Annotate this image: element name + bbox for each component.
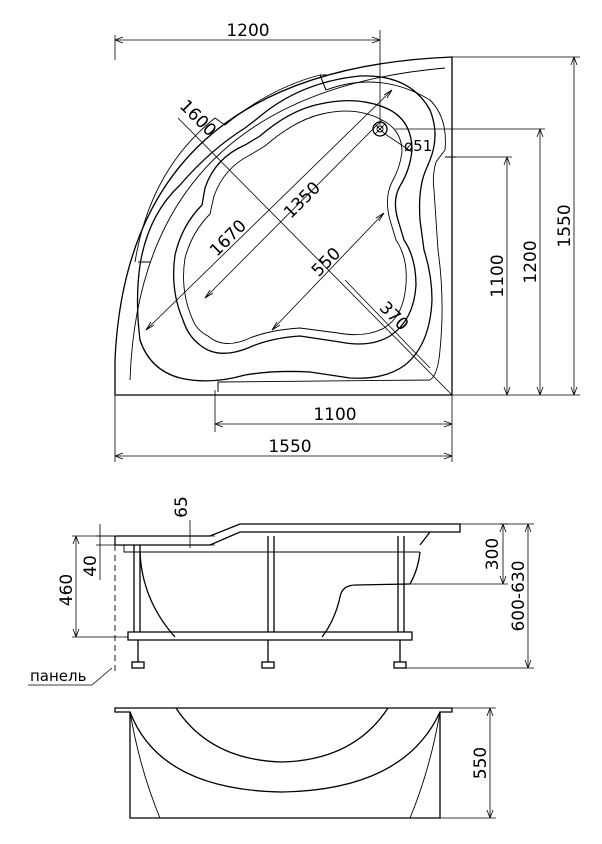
dim-line-65 [180,520,215,548]
label-300: 300 [483,538,503,570]
front-view-arc-inner [129,711,441,793]
top-view-bowl-inner2 [183,110,407,344]
side-view-body-left [139,551,176,638]
dim-line-1670 [145,89,393,331]
side-view: 65 40 460 300 600-630 панель [28,496,534,686]
panel-leader-line [28,667,113,686]
label-1350: 1350 [280,178,325,223]
front-view-outline [114,707,453,819]
label-1550-bottom: 1550 [268,437,311,457]
dim-line-1200-top [114,30,381,125]
label-1670: 1670 [206,216,251,261]
dim-line-550-front [440,707,496,819]
side-view-seat [321,583,411,638]
front-view-arc-outer [175,707,389,763]
dim-line-1550-bottom [114,395,453,462]
label-550-front: 550 [471,747,491,779]
dim-line-370 [344,279,431,369]
drain-inner-circle [376,125,384,133]
dim-line-1600 [177,117,453,396]
top-view-outer-contour [114,56,453,396]
side-view-rim [115,523,461,546]
label-460: 460 [57,574,77,606]
dim-line-550 [271,212,385,331]
label-40: 40 [81,555,101,577]
side-view-body-right [409,551,421,585]
label-panel: панель [30,667,86,685]
label-550-diag: 550 [308,244,345,281]
top-view-bowl-inner [173,100,417,354]
label-drain-diameter: ø51 [404,137,432,155]
top-view-rim-line [129,67,446,381]
label-1200-right: 1200 [521,240,541,283]
dim-line-460 [72,535,128,638]
label-1100-right: 1100 [488,254,508,297]
side-view-legs [131,536,407,669]
dim-line-1100-bottom [214,390,453,432]
ext-lines-right [395,56,580,396]
front-view-side-right [409,711,441,819]
dim-line-drain [384,133,413,153]
label-1100-bottom: 1100 [313,405,356,425]
label-1200-top: 1200 [226,21,269,41]
top-view: 1200 1100 1550 1550 1200 1100 1600 1670 [114,21,580,462]
label-65: 65 [172,496,192,518]
front-view: 550 [114,707,496,819]
front-view-side-left [129,711,161,819]
side-view-frame-bottom [127,631,413,641]
dim-line-1350 [204,119,383,299]
label-600-630: 600-630 [509,560,529,631]
label-1550-right: 1550 [555,204,575,247]
top-view-lip-line [134,74,446,390]
top-view-bowl-outer [136,75,436,382]
